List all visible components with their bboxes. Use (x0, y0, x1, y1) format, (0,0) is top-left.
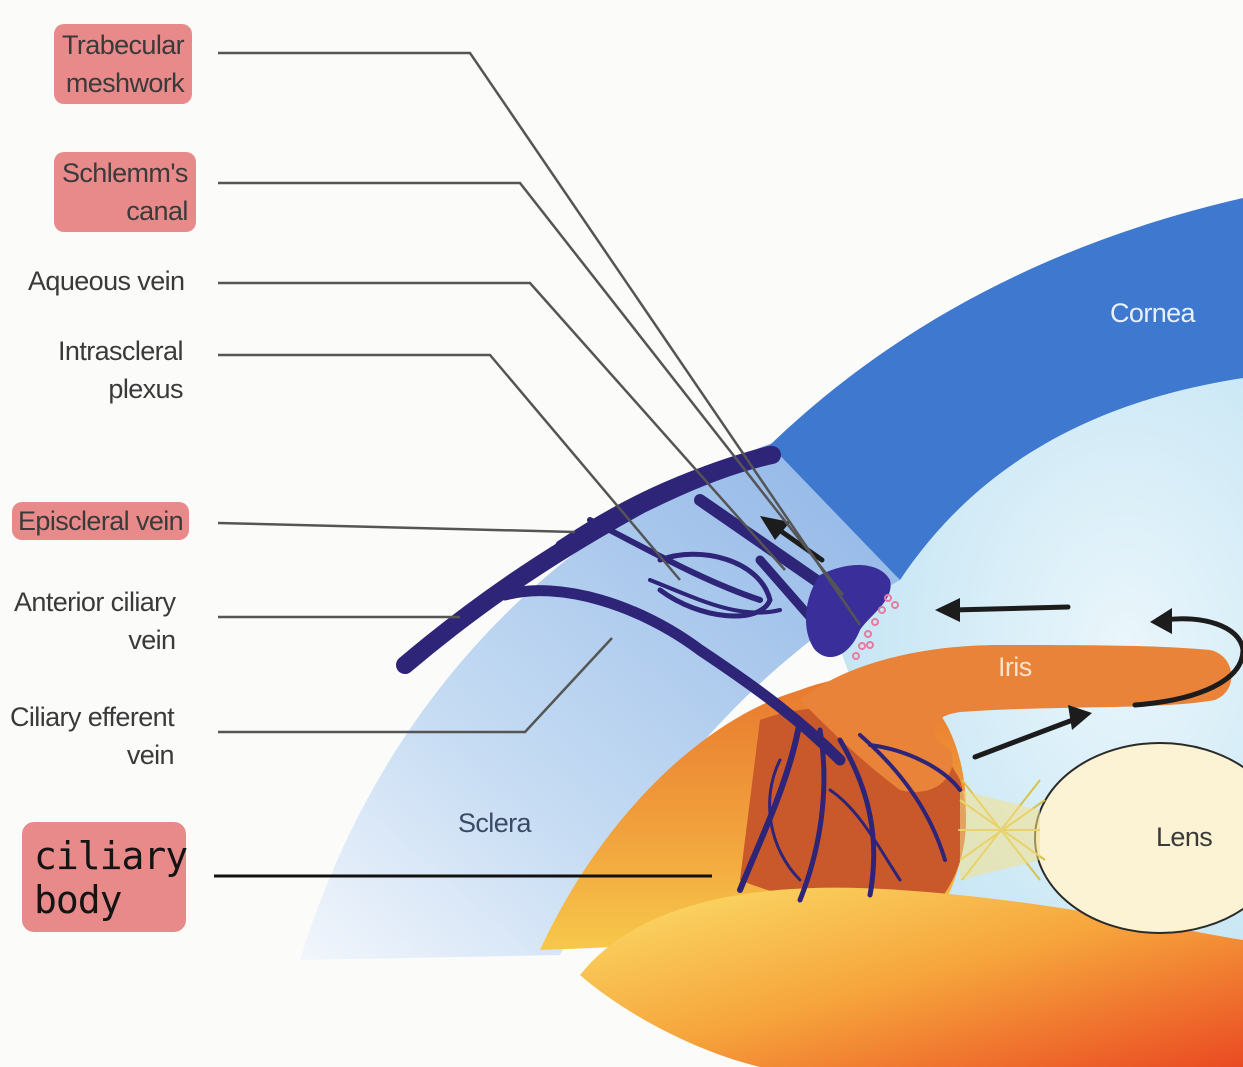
label-ciliary-body-line1: ciliary (34, 834, 186, 878)
region-label-sclera: Sclera (458, 808, 531, 839)
label-trabecular-meshwork: Trabecular meshwork (54, 24, 192, 104)
label-ciliary-efferent-line2: vein (10, 736, 174, 774)
label-schlemm-line2: canal (62, 192, 188, 230)
region-label-cornea: Cornea (1110, 298, 1195, 329)
label-episcleral-text: Episcleral vein (18, 502, 183, 540)
label-aqueous-text: Aqueous vein (28, 262, 184, 300)
region-label-iris: Iris (998, 652, 1032, 683)
region-label-lens: Lens (1156, 822, 1212, 853)
label-intrascleral-line2: plexus (58, 370, 183, 408)
label-episcleral-vein: Episcleral vein (12, 502, 189, 540)
label-anterior-ciliary-line1: Anterior ciliary (14, 583, 175, 621)
label-trabecular-line2: meshwork (62, 64, 184, 102)
label-ciliary-body-handwritten: ciliary body (22, 822, 186, 932)
label-schlemm-line1: Schlemm's (62, 154, 188, 192)
label-trabecular-line1: Trabecular (62, 26, 184, 64)
label-aqueous-vein: Aqueous vein (28, 262, 184, 300)
label-intrascleral-plexus: Intrascleral plexus (58, 332, 183, 408)
label-ciliary-body-line2: body (34, 878, 186, 922)
label-ciliary-efferent-vein: Ciliary efferent vein (10, 698, 174, 774)
label-ciliary-efferent-line1: Ciliary efferent (10, 698, 174, 736)
label-anterior-ciliary-vein: Anterior ciliary vein (14, 583, 175, 659)
label-schlemms-canal: Schlemm's canal (54, 152, 196, 232)
leader-episcleral (218, 523, 575, 532)
label-intrascleral-line1: Intrascleral (58, 332, 183, 370)
label-anterior-ciliary-line2: vein (14, 621, 175, 659)
